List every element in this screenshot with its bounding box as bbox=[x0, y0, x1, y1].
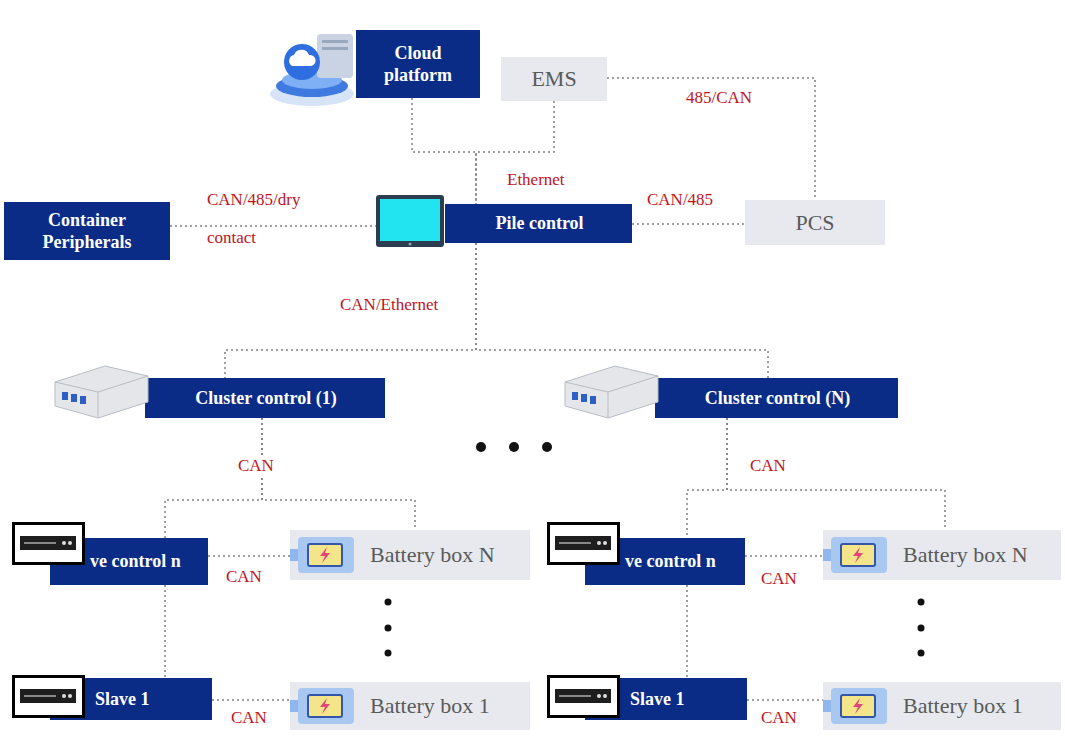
battery-box: Battery box 1 bbox=[290, 682, 530, 730]
ems-box: EMS bbox=[501, 57, 607, 101]
battery-icon bbox=[823, 686, 888, 726]
slave-control-box: Slave 1 bbox=[585, 678, 747, 720]
node-label: ve control n bbox=[90, 550, 181, 573]
tablet-icon bbox=[375, 193, 445, 253]
cloud-icon bbox=[262, 28, 362, 110]
node-label: Pile control bbox=[495, 212, 583, 235]
node-label: Battery box N bbox=[903, 542, 1028, 568]
signal-label: Ethernet bbox=[505, 170, 567, 190]
slave-controller-icon bbox=[547, 675, 620, 718]
battery-box: Battery box N bbox=[290, 530, 530, 580]
pile-control-box: Pile control bbox=[445, 204, 632, 243]
dotted-connector bbox=[412, 98, 476, 204]
dotted-connector bbox=[747, 699, 823, 701]
cluster-control-box: Cluster control (N) bbox=[655, 378, 898, 418]
node-label: Container Peripherals bbox=[10, 209, 164, 254]
dotted-connector bbox=[208, 555, 290, 557]
slave-controller-icon bbox=[12, 522, 85, 565]
platform-box: Cloud platform bbox=[356, 30, 480, 98]
signal-label: CAN bbox=[229, 708, 269, 728]
dotted-connector bbox=[262, 418, 415, 530]
signal-label: CAN bbox=[759, 708, 799, 728]
pcs-box: PCS bbox=[745, 200, 885, 245]
dotted-connector bbox=[632, 223, 745, 225]
node-label: Battery box N bbox=[370, 542, 495, 568]
cluster-controller-icon bbox=[50, 362, 150, 422]
node-label: Cluster control (1) bbox=[195, 387, 336, 410]
dotted-connector bbox=[476, 243, 768, 378]
dotted-connector bbox=[745, 555, 823, 557]
signal-label: CAN bbox=[236, 456, 276, 476]
battery-icon bbox=[290, 686, 355, 726]
node-label: ve control n bbox=[625, 550, 716, 573]
node-label: Battery box 1 bbox=[370, 693, 490, 719]
dotted-connector bbox=[225, 243, 476, 378]
signal-label: CAN/485/dry contact bbox=[205, 181, 331, 257]
cluster-control-box: Cluster control (1) bbox=[145, 378, 385, 418]
node-label: Battery box 1 bbox=[903, 693, 1023, 719]
slave-control-box: Slave 1 bbox=[50, 678, 212, 720]
dotted-connector bbox=[165, 418, 262, 538]
dotted-connector bbox=[212, 699, 290, 701]
slave-controller-icon bbox=[12, 675, 85, 718]
battery-icon bbox=[823, 535, 888, 575]
node-label: PCS bbox=[795, 210, 834, 236]
signal-label: CAN bbox=[759, 569, 799, 589]
signal-label: CAN/Ethernet bbox=[338, 295, 440, 315]
peripherals-box: Container Peripherals bbox=[4, 202, 170, 260]
battery-box: Battery box N bbox=[823, 530, 1061, 580]
dotted-connector bbox=[687, 418, 727, 538]
dotted-connector bbox=[607, 78, 815, 200]
battery-box: Battery box 1 bbox=[823, 682, 1061, 730]
cluster-controller-icon bbox=[560, 362, 660, 422]
node-label: Cluster control (N) bbox=[705, 387, 850, 410]
dotted-connector bbox=[164, 585, 166, 678]
dotted-connector bbox=[686, 585, 688, 678]
node-label: EMS bbox=[531, 66, 576, 92]
node-label: Slave 1 bbox=[95, 688, 150, 711]
node-label: Cloud platform bbox=[362, 42, 474, 87]
signal-label: CAN bbox=[224, 567, 264, 587]
dotted-connector bbox=[727, 418, 945, 530]
battery-icon bbox=[290, 535, 355, 575]
slave-control-box: ve control n bbox=[585, 538, 745, 585]
signal-label: CAN bbox=[748, 456, 788, 476]
node-label: Slave 1 bbox=[630, 688, 685, 711]
slave-controller-icon bbox=[547, 522, 620, 565]
signal-label: CAN/485 bbox=[645, 190, 715, 210]
slave-control-box: ve control n bbox=[50, 538, 208, 585]
signal-label: 485/CAN bbox=[684, 88, 754, 108]
